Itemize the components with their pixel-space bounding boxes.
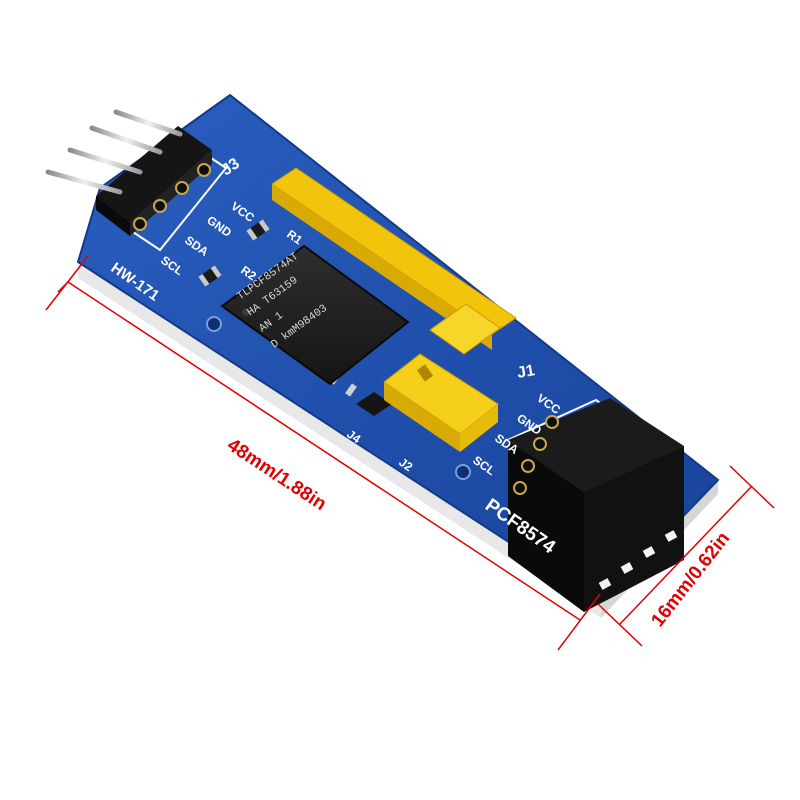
jumper-block bbox=[383, 303, 501, 452]
yellow-header-row bbox=[271, 167, 517, 350]
yellow-header-pins bbox=[289, 131, 511, 325]
resistor-r1 bbox=[246, 219, 270, 241]
length-dimension bbox=[45, 255, 601, 651]
pcf8574-chip bbox=[220, 244, 410, 386]
mounting-hole-2 bbox=[455, 464, 471, 480]
pcb-edge bbox=[78, 262, 601, 618]
j1-female-header bbox=[508, 398, 684, 612]
length-dimension-label: 48mm/1.88in bbox=[223, 435, 330, 515]
j3-header bbox=[45, 109, 212, 236]
mounting-hole bbox=[206, 316, 222, 332]
j1-label: J1 bbox=[516, 362, 537, 382]
j4-header bbox=[356, 353, 392, 416]
width-dimension bbox=[597, 465, 775, 647]
resistor-r2 bbox=[198, 265, 222, 287]
